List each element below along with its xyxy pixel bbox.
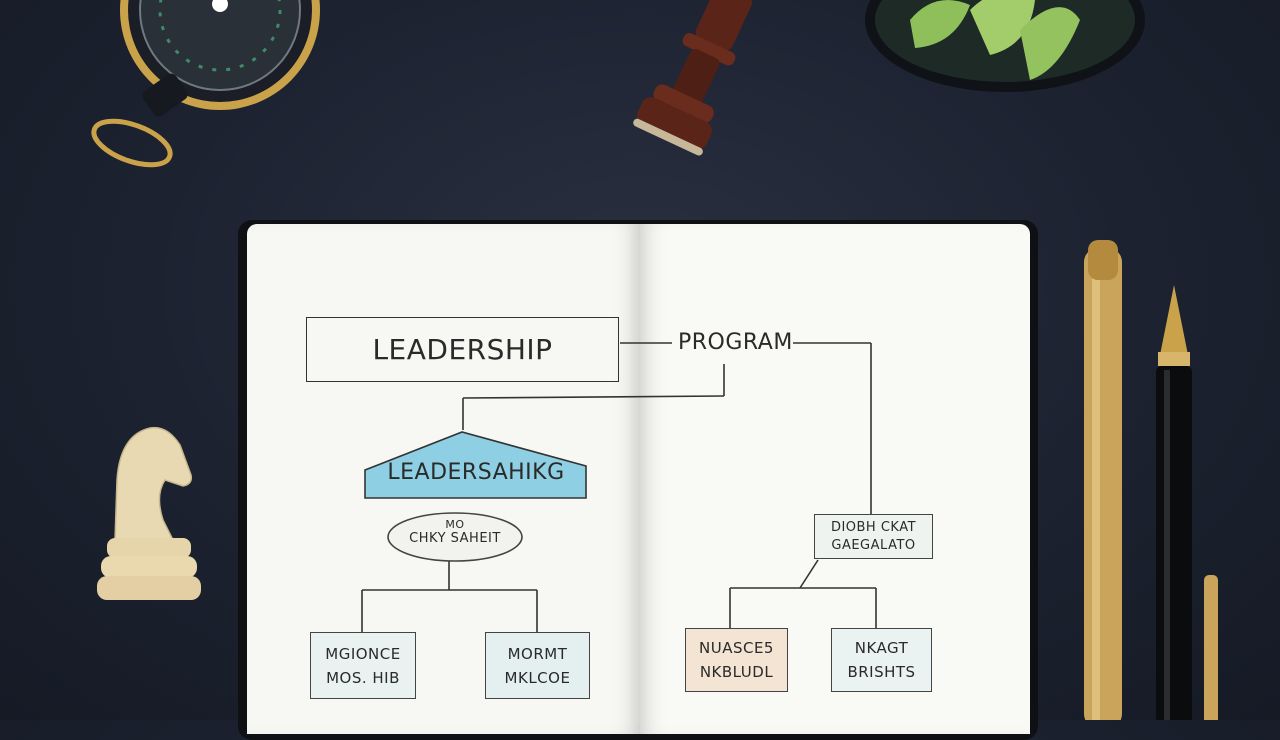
- oval-line-1: MO: [445, 518, 465, 531]
- roof-shape: [364, 431, 587, 499]
- compass-icon: [91, 0, 320, 168]
- leadership-title-box: LEADERSHIP: [306, 317, 619, 382]
- right-box-3: NUASCE5 NKBLUDL: [685, 628, 788, 692]
- oval-line-2: CHKY SAHEIT: [409, 531, 501, 546]
- roof-label: LEADERSAHIKG: [387, 460, 565, 485]
- plant-icon: [865, 0, 1145, 92]
- left-box-1-line-1: MGIONCE: [325, 644, 401, 663]
- right-upper-line-2: GAEGALATO: [831, 537, 916, 553]
- left-box-1-line-2: MOS. HIB: [326, 668, 400, 687]
- oval-shape: [387, 512, 523, 562]
- fountain-pen-icon: [1156, 285, 1218, 720]
- leadership-title-text: LEADERSHIP: [372, 333, 553, 366]
- right-box-3-line-1: NUASCE5: [699, 639, 774, 657]
- left-box-2: MORMT MKLCOE: [485, 632, 590, 699]
- gold-pen-icon: [1084, 240, 1122, 720]
- right-box-4: NKAGT BRISHTS: [831, 628, 932, 692]
- left-box-1: MGIONCE MOS. HIB: [310, 632, 416, 699]
- left-box-2-line-1: MORMT: [507, 644, 568, 663]
- diagram-connectors: [361, 342, 877, 632]
- oval-text: MO CHKY SAHEIT: [390, 518, 520, 546]
- left-box-2-line-2: MKLCOE: [504, 668, 571, 687]
- right-upper-line-1: DIOBH CKAT: [830, 519, 917, 535]
- chess-knight-icon: [97, 426, 201, 600]
- right-upper-box: DIOBH CKAT GAEGALATO: [814, 514, 933, 559]
- program-label: PROGRAM: [678, 330, 793, 355]
- right-box-4-line-2: BRISHTS: [847, 663, 916, 681]
- right-box-4-line-1: NKAGT: [854, 639, 909, 657]
- chess-rook-icon: [633, 0, 752, 156]
- right-box-3-line-2: NKBLUDL: [699, 663, 774, 681]
